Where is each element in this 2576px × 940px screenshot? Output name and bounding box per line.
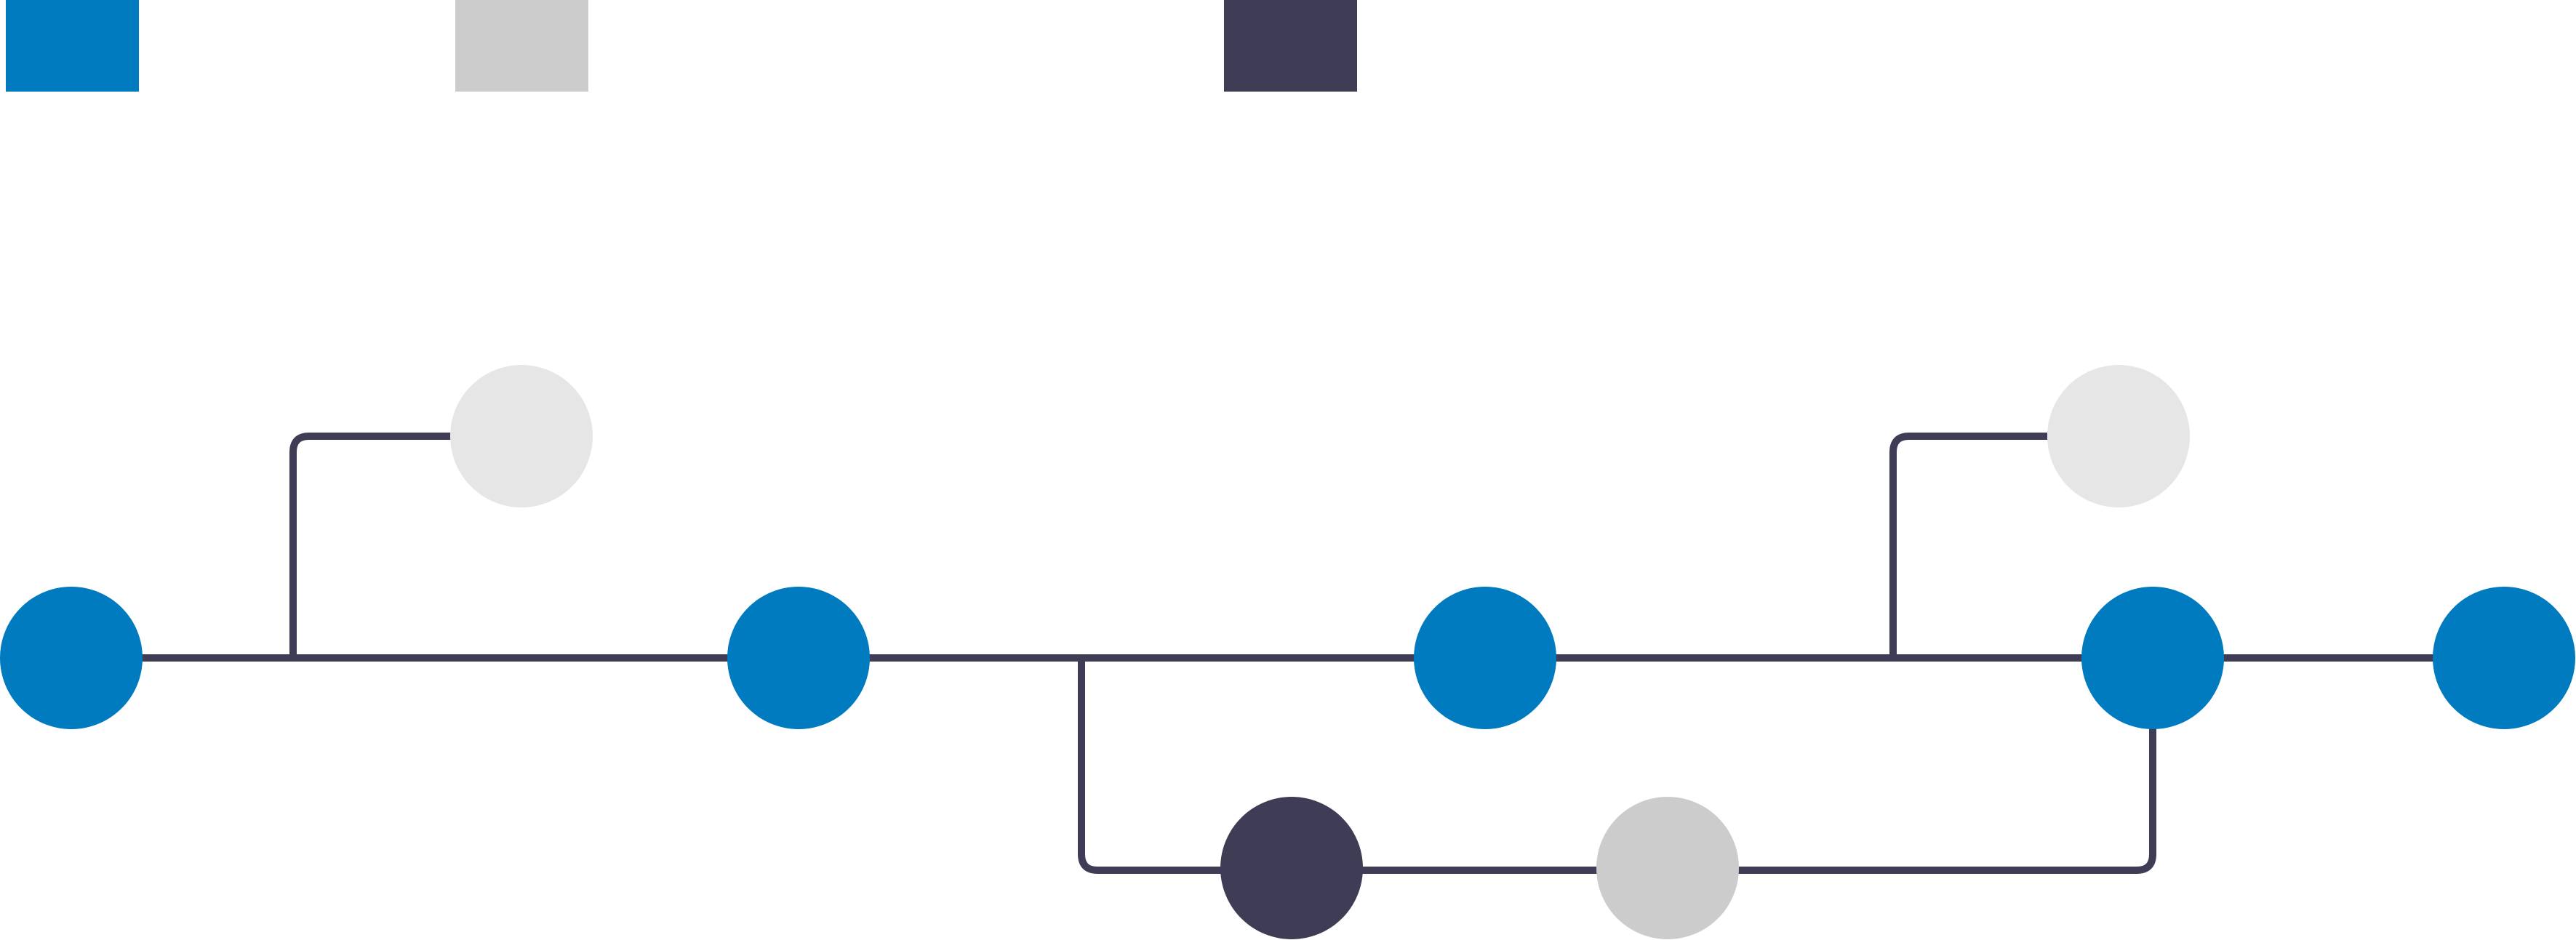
commit-node-upper-2[interactable]: [2047, 365, 2190, 507]
commit-node-main-5[interactable]: [2433, 587, 2575, 729]
commit-node-main-4[interactable]: [2081, 587, 2224, 729]
legend-swatch-branch: [1224, 0, 1357, 92]
commit-node-lower-2[interactable]: [1596, 797, 1739, 939]
upper-branch-left: [289, 433, 451, 658]
legend-swatch-primary: [6, 0, 139, 92]
commit-node-main-3[interactable]: [1414, 587, 1556, 729]
legend-swatch-merged: [455, 0, 588, 92]
commit-nodes: [0, 365, 2575, 939]
commit-node-main-2[interactable]: [727, 587, 870, 729]
commit-node-upper-1[interactable]: [450, 365, 593, 507]
commit-node-lower-1[interactable]: [1220, 797, 1363, 939]
legend: [6, 0, 1357, 92]
connectors: [71, 433, 2436, 874]
commit-node-main-1[interactable]: [0, 587, 143, 729]
upper-branch-right: [1889, 433, 2047, 658]
